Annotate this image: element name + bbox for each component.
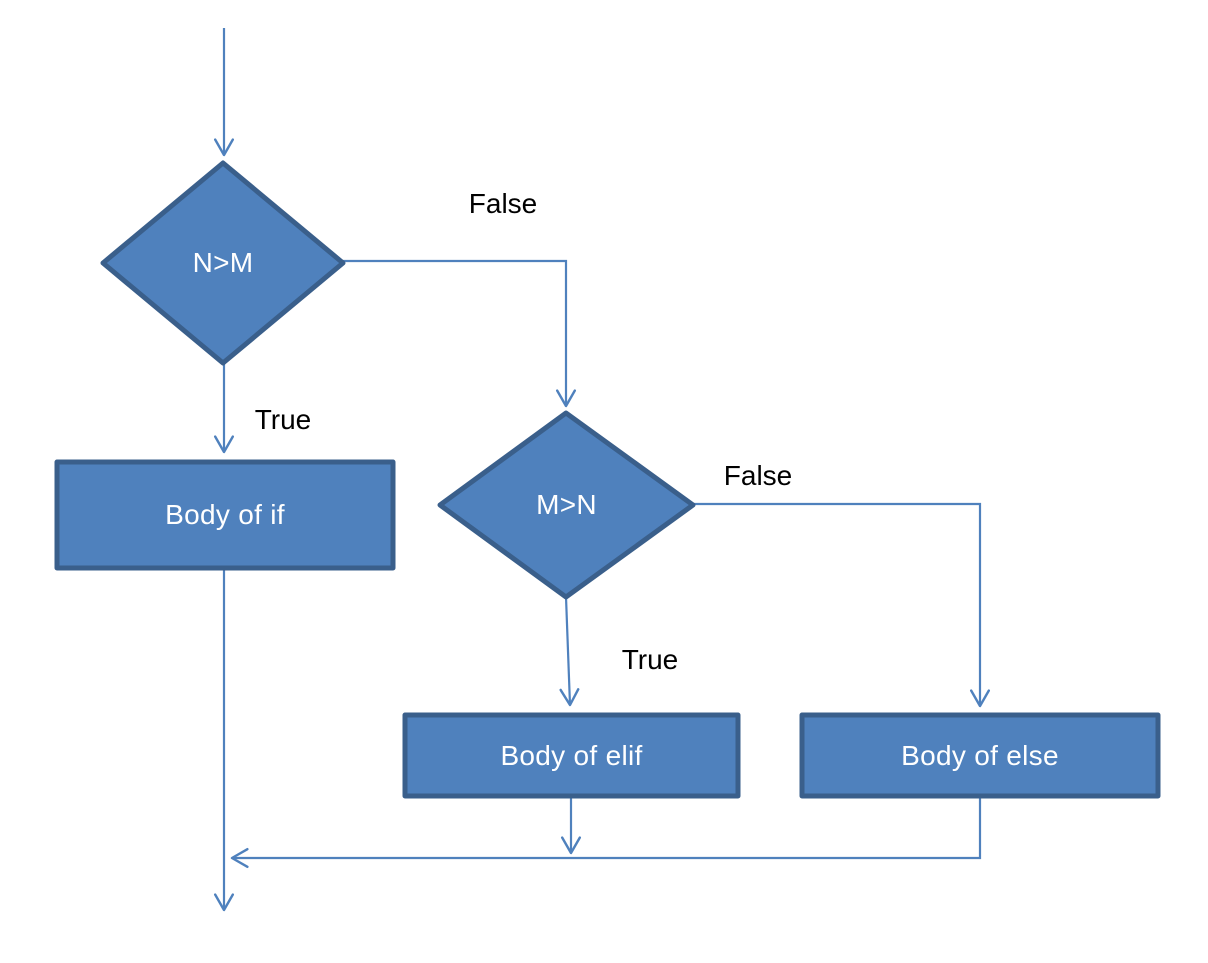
decision-elif-diamond (437, 410, 696, 600)
connector-elif-true-to-body-elif (559, 596, 580, 707)
process-body-if-rect (54, 459, 396, 571)
connector-elif-false-to-body-else (693, 502, 991, 708)
decision-if-diamond (100, 160, 346, 366)
connector-body-else-to-merge (230, 798, 982, 869)
process-body-else-rect (799, 712, 1161, 799)
connector-if-false-to-decision-elif (343, 259, 577, 408)
process-body-elif-rect (402, 712, 741, 799)
